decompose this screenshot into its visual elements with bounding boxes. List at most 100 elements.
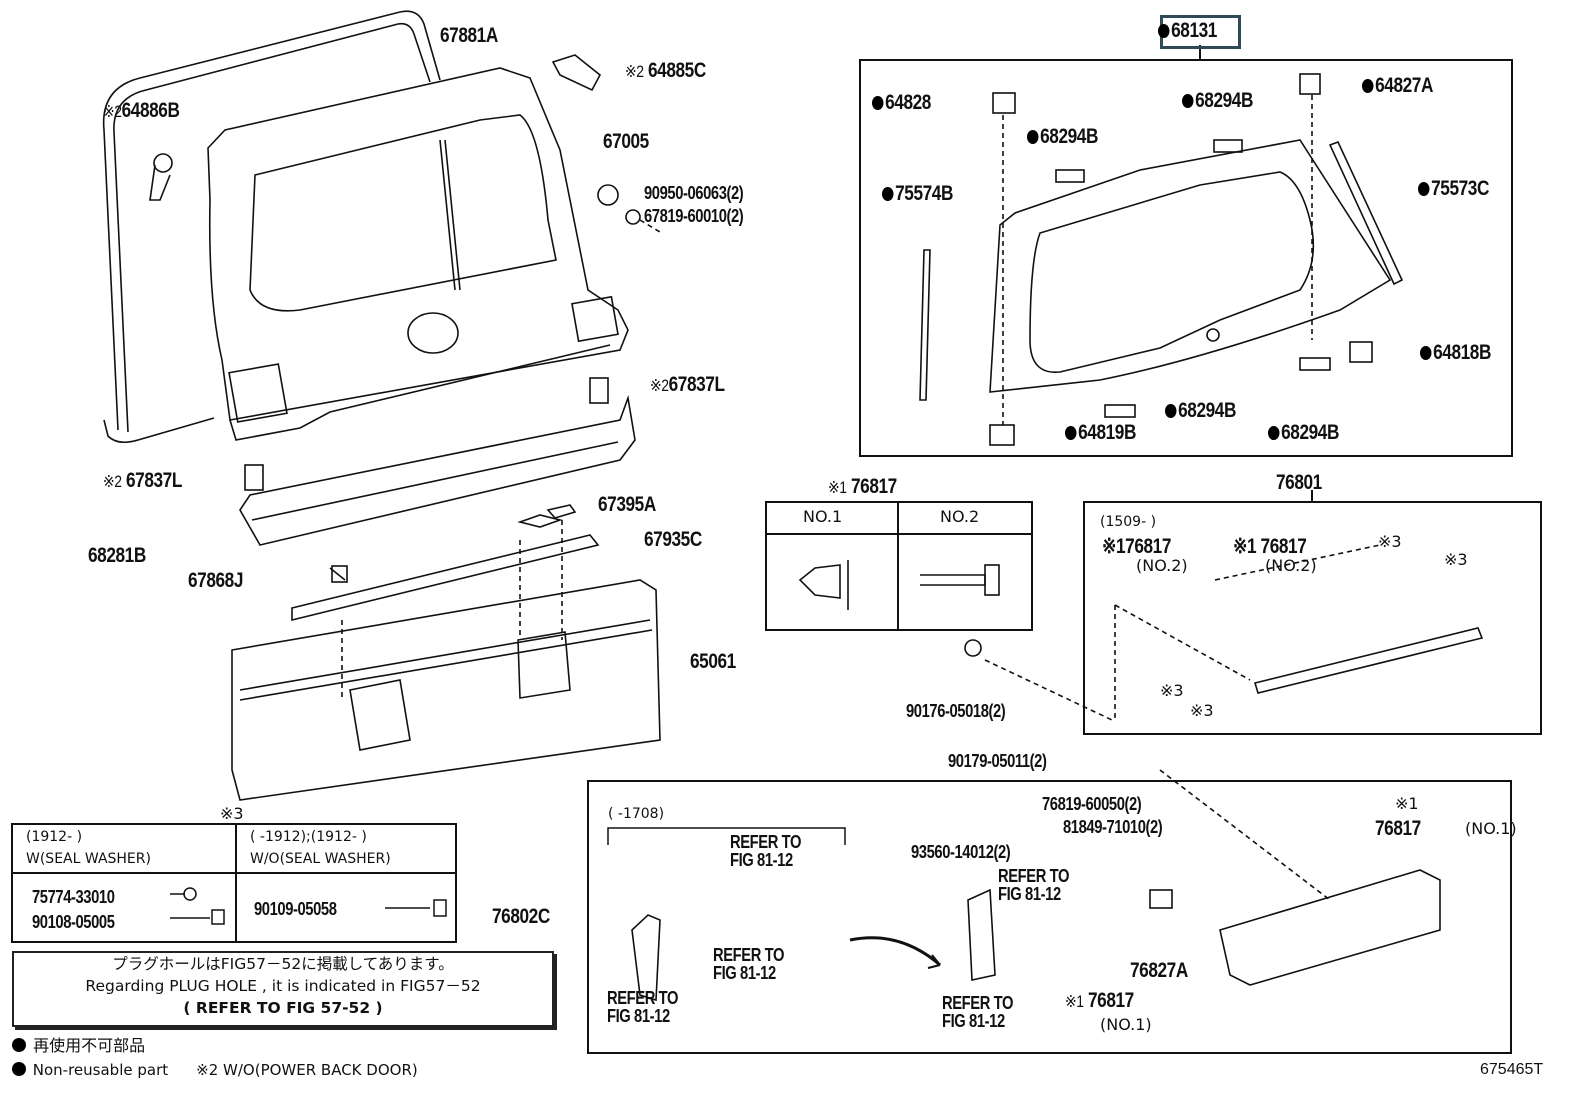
- clip-col-no2: NO.2: [940, 507, 980, 526]
- legend-japanese: 再使用不可部品: [12, 1038, 145, 1054]
- clip-table-title: ※1 76817: [828, 476, 897, 497]
- mark-kome3-b: ※3: [1444, 550, 1468, 569]
- callout-64819B[interactable]: 64819B: [1065, 422, 1136, 443]
- callout-64885C[interactable]: ※2 64885C: [625, 60, 706, 81]
- non-reusable-dot-icon: [1268, 426, 1280, 440]
- legend-note2: ※2 W/O(POWER BACK DOOR): [196, 1061, 418, 1079]
- callout-64827A[interactable]: 64827A: [1362, 75, 1433, 96]
- clip-table-part[interactable]: 76817: [850, 475, 897, 498]
- callout-68294B-3[interactable]: 68294B: [1165, 400, 1236, 421]
- callout-81849-71010[interactable]: 81849-71010(2): [1063, 817, 1163, 837]
- callout-68294B-text: 68294B: [1195, 89, 1253, 112]
- garnish-67935C-shape: [291, 534, 600, 622]
- callout-90176-05018[interactable]: 90176-05018(2): [906, 701, 1006, 721]
- note-refer[interactable]: ( REFER TO FIG 57-52 ): [183, 999, 383, 1017]
- callout-68294B-4[interactable]: 68294B: [1268, 422, 1339, 443]
- non-reusable-dot-icon: [1027, 130, 1039, 144]
- non-reusable-dot-icon: [12, 1038, 26, 1052]
- callout-68281B[interactable]: 68281B: [88, 544, 146, 567]
- callout-76817-no1-top[interactable]: 76817: [1375, 817, 1421, 840]
- callout-67837L-left[interactable]: ※2 67837L: [103, 470, 182, 491]
- note-japanese: プラグホールはFIG57－52に掲載してあります。: [112, 955, 454, 973]
- callout-75574B-text: 75574B: [895, 182, 953, 205]
- callout-90950-06063[interactable]: 90950-06063(2): [644, 183, 744, 203]
- callout-76817-text: 76817: [1087, 989, 1134, 1012]
- refer-to-text: REFER TO: [713, 945, 785, 965]
- mark-kome2: ※2: [103, 102, 122, 121]
- seal-part-75774-33010[interactable]: 75774-33010: [32, 887, 115, 907]
- non-reusable-dot-icon: [1418, 182, 1430, 196]
- figure-id: 675465T: [1480, 1061, 1544, 1078]
- mark-kome3-d: ※3: [1190, 701, 1214, 720]
- seal-part-90109-05058[interactable]: 90109-05058: [254, 899, 337, 919]
- fig-ref-text: FIG 81-12: [730, 850, 793, 870]
- seal-col2-date: ( -1912);(1912- ): [250, 829, 367, 845]
- callout-67935C[interactable]: 67935C: [644, 528, 702, 551]
- callout-67837L-text: 67837L: [125, 469, 182, 492]
- legend-en-text: Non-reusable part: [32, 1061, 169, 1079]
- callout-67005[interactable]: 67005: [603, 130, 649, 153]
- callout-67837L-right[interactable]: ※267837L: [650, 374, 725, 395]
- callout-76802C[interactable]: 76802C: [492, 905, 550, 928]
- callout-93560-14012[interactable]: 93560-14012(2): [911, 842, 1011, 862]
- trim-strip-68281B-shape: [239, 394, 636, 546]
- callout-67395A[interactable]: 67395A: [598, 493, 656, 516]
- callout-64886B-text: 64886B: [121, 99, 180, 122]
- seal-col1-desc: W(SEAL WASHER): [26, 851, 151, 867]
- non-reusable-dot-icon: [1362, 79, 1374, 93]
- callout-64818B-text: 64818B: [1433, 341, 1491, 364]
- callout-67837L-text: 67837L: [668, 373, 725, 396]
- callout-64828[interactable]: 64828: [872, 92, 931, 113]
- refer-to-text: REFER TO: [730, 832, 802, 852]
- clip-76817-no2-b[interactable]: ※1 76817: [1233, 535, 1307, 558]
- callout-67881A[interactable]: 67881A: [440, 24, 498, 47]
- callout-64886B[interactable]: ※264886B: [103, 99, 180, 122]
- seal-table-icons: [170, 887, 447, 925]
- callout-64828-text: 64828: [885, 91, 931, 114]
- callout-68131[interactable]: 68131: [1158, 20, 1217, 41]
- callout-76817-no1-bottom[interactable]: ※1 76817: [1065, 990, 1134, 1011]
- clip-76817-no2-a-variant: (NO.2): [1136, 556, 1188, 575]
- legend-english: Non-reusable part ※2 W/O(POWER BACK DOOR): [12, 1062, 418, 1078]
- callout-90179-05011[interactable]: 90179-05011(2): [948, 751, 1047, 771]
- mark-kome2: ※2: [650, 376, 669, 395]
- refer-to-text: REFER TO: [607, 988, 679, 1008]
- callout-75573C-text: 75573C: [1431, 177, 1489, 200]
- clip-76817-no2-a[interactable]: ※176817: [1102, 535, 1172, 558]
- mark-kome2: ※2: [103, 472, 122, 491]
- callout-68294B-1[interactable]: 68294B: [1027, 126, 1098, 147]
- callout-75574B[interactable]: 75574B: [882, 183, 953, 204]
- callout-76819-60050[interactable]: 76819-60050(2): [1042, 794, 1142, 814]
- door-panel-67005-shape: [207, 67, 629, 421]
- non-reusable-dot-icon: [1182, 94, 1194, 108]
- callout-76827A[interactable]: 76827A: [1130, 959, 1188, 982]
- callout-68294B-2[interactable]: 68294B: [1182, 90, 1253, 111]
- plug-hole-note: プラグホールはFIG57－52に掲載してあります。 Regarding PLUG…: [12, 951, 554, 1027]
- glass-assembly-box: [859, 59, 1513, 457]
- legend-jp-text: 再使用不可部品: [33, 1036, 146, 1055]
- callout-67819-60010[interactable]: 67819-60010(2): [644, 206, 744, 226]
- callout-67868J[interactable]: 67868J: [188, 569, 244, 592]
- mark-kome3-a: ※3: [1378, 532, 1402, 551]
- seal-col1-date: (1912- ): [26, 829, 83, 845]
- back-glass-shape: [989, 139, 1392, 393]
- callout-75573C[interactable]: 75573C: [1418, 178, 1489, 199]
- callout-65061[interactable]: 65061: [690, 650, 736, 673]
- callout-76801[interactable]: 76801: [1276, 471, 1322, 494]
- seal-part-90108-05005[interactable]: 90108-05005: [32, 912, 115, 932]
- refer-to-text: REFER TO: [998, 866, 1070, 886]
- non-reusable-dot-icon: [882, 187, 894, 201]
- variant-no1-bottom: (NO.1): [1100, 1015, 1152, 1034]
- variant-no1-top: (NO.1): [1465, 819, 1517, 838]
- seal-table-mark: ※3: [220, 804, 244, 823]
- callout-68294B-text: 68294B: [1178, 399, 1236, 422]
- fig-ref-text: FIG 81-12: [998, 884, 1061, 904]
- non-reusable-dot-icon: [1065, 426, 1077, 440]
- callout-64818B[interactable]: 64818B: [1420, 342, 1491, 363]
